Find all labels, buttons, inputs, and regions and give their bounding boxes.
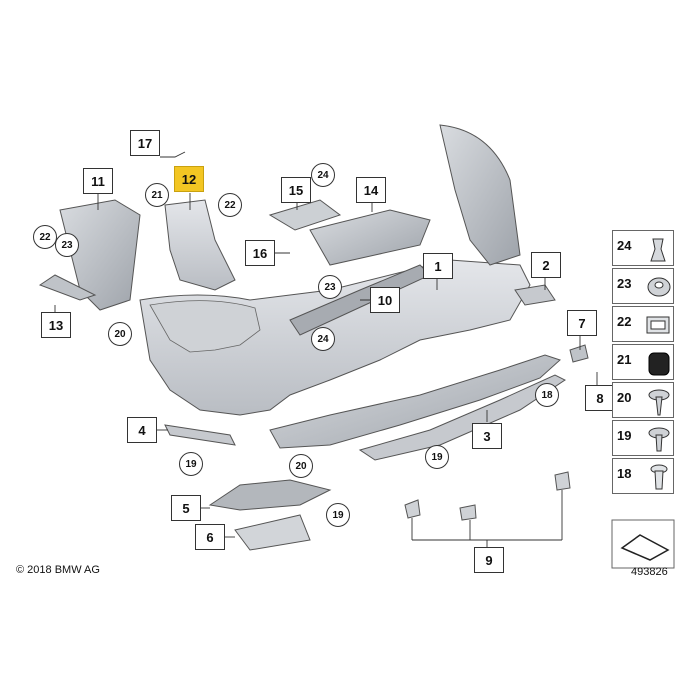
- legend-num: 22: [617, 314, 632, 329]
- label-part-7[interactable]: 7: [567, 310, 597, 336]
- label-part-14[interactable]: 14: [356, 177, 386, 203]
- callout-23-left[interactable]: 23: [55, 233, 79, 257]
- label-part-5[interactable]: 5: [171, 495, 201, 521]
- label-part-16[interactable]: 16: [245, 240, 275, 266]
- legend-num: 21: [617, 352, 632, 367]
- callout-19-lower[interactable]: 19: [326, 503, 350, 527]
- bracket-highlight: [164, 199, 236, 291]
- callout-24-center[interactable]: 24: [311, 327, 335, 351]
- legend-row-18[interactable]: 18: [612, 458, 674, 494]
- label-part-12[interactable]: 12: [174, 166, 204, 192]
- panel-15: [268, 199, 342, 231]
- callout-20-left[interactable]: 20: [108, 322, 132, 346]
- diffuser: [269, 354, 561, 449]
- legend-row-19[interactable]: 19: [612, 420, 674, 456]
- rubber-buffer-icon: [648, 352, 670, 376]
- legend-row-20[interactable]: 20: [612, 382, 674, 418]
- callout-24-upper[interactable]: 24: [311, 163, 335, 187]
- copyright: © 2018 BMW AG: [16, 564, 100, 576]
- label-part-15[interactable]: 15: [281, 177, 311, 203]
- label-part-6[interactable]: 6: [195, 524, 225, 550]
- legend-num: 19: [617, 428, 632, 443]
- callout-22-left[interactable]: 22: [33, 225, 57, 249]
- fastener-legend: 24 23 22 21 20 19 18: [612, 230, 674, 570]
- screw-icon: [648, 389, 670, 416]
- legend-row-23[interactable]: 23: [612, 268, 674, 304]
- expanding-rivet-icon: [650, 464, 668, 490]
- label-part-10[interactable]: 10: [370, 287, 400, 313]
- callout-19-center[interactable]: 19: [425, 445, 449, 469]
- callout-20-center[interactable]: 20: [289, 454, 313, 478]
- legend-row-21[interactable]: 21: [612, 344, 674, 380]
- callout-21-upper[interactable]: 21: [145, 183, 169, 207]
- label-part-1[interactable]: 1: [423, 253, 453, 279]
- bolt-icon: [648, 427, 670, 452]
- callout-23-center[interactable]: 23: [318, 275, 342, 299]
- clip-icon: [650, 238, 666, 262]
- label-part-2[interactable]: 2: [531, 252, 561, 278]
- callout-22-upper[interactable]: 22: [218, 193, 242, 217]
- panel-14: [309, 209, 431, 266]
- label-part-17[interactable]: 17: [130, 130, 160, 156]
- label-part-13[interactable]: 13: [41, 312, 71, 338]
- callout-18-right[interactable]: 18: [535, 383, 559, 407]
- nut-icon: [647, 277, 671, 297]
- label-part-4[interactable]: 4: [127, 417, 157, 443]
- legend-num: 24: [617, 238, 632, 253]
- spring-clip-icon: [646, 316, 670, 334]
- label-part-3[interactable]: 3: [472, 423, 502, 449]
- diagram-id: 493826: [631, 566, 668, 578]
- legend-row-22[interactable]: 22: [612, 306, 674, 342]
- legend-num: 23: [617, 276, 632, 291]
- legend-num: 20: [617, 390, 632, 405]
- label-part-9[interactable]: 9: [474, 547, 504, 573]
- bumper-cover: [139, 259, 531, 416]
- legend-row-24[interactable]: 24: [612, 230, 674, 266]
- label-part-8[interactable]: 8: [585, 385, 615, 411]
- label-part-11[interactable]: 11: [83, 168, 113, 194]
- legend-num: 18: [617, 466, 632, 481]
- callout-19-left[interactable]: 19: [179, 452, 203, 476]
